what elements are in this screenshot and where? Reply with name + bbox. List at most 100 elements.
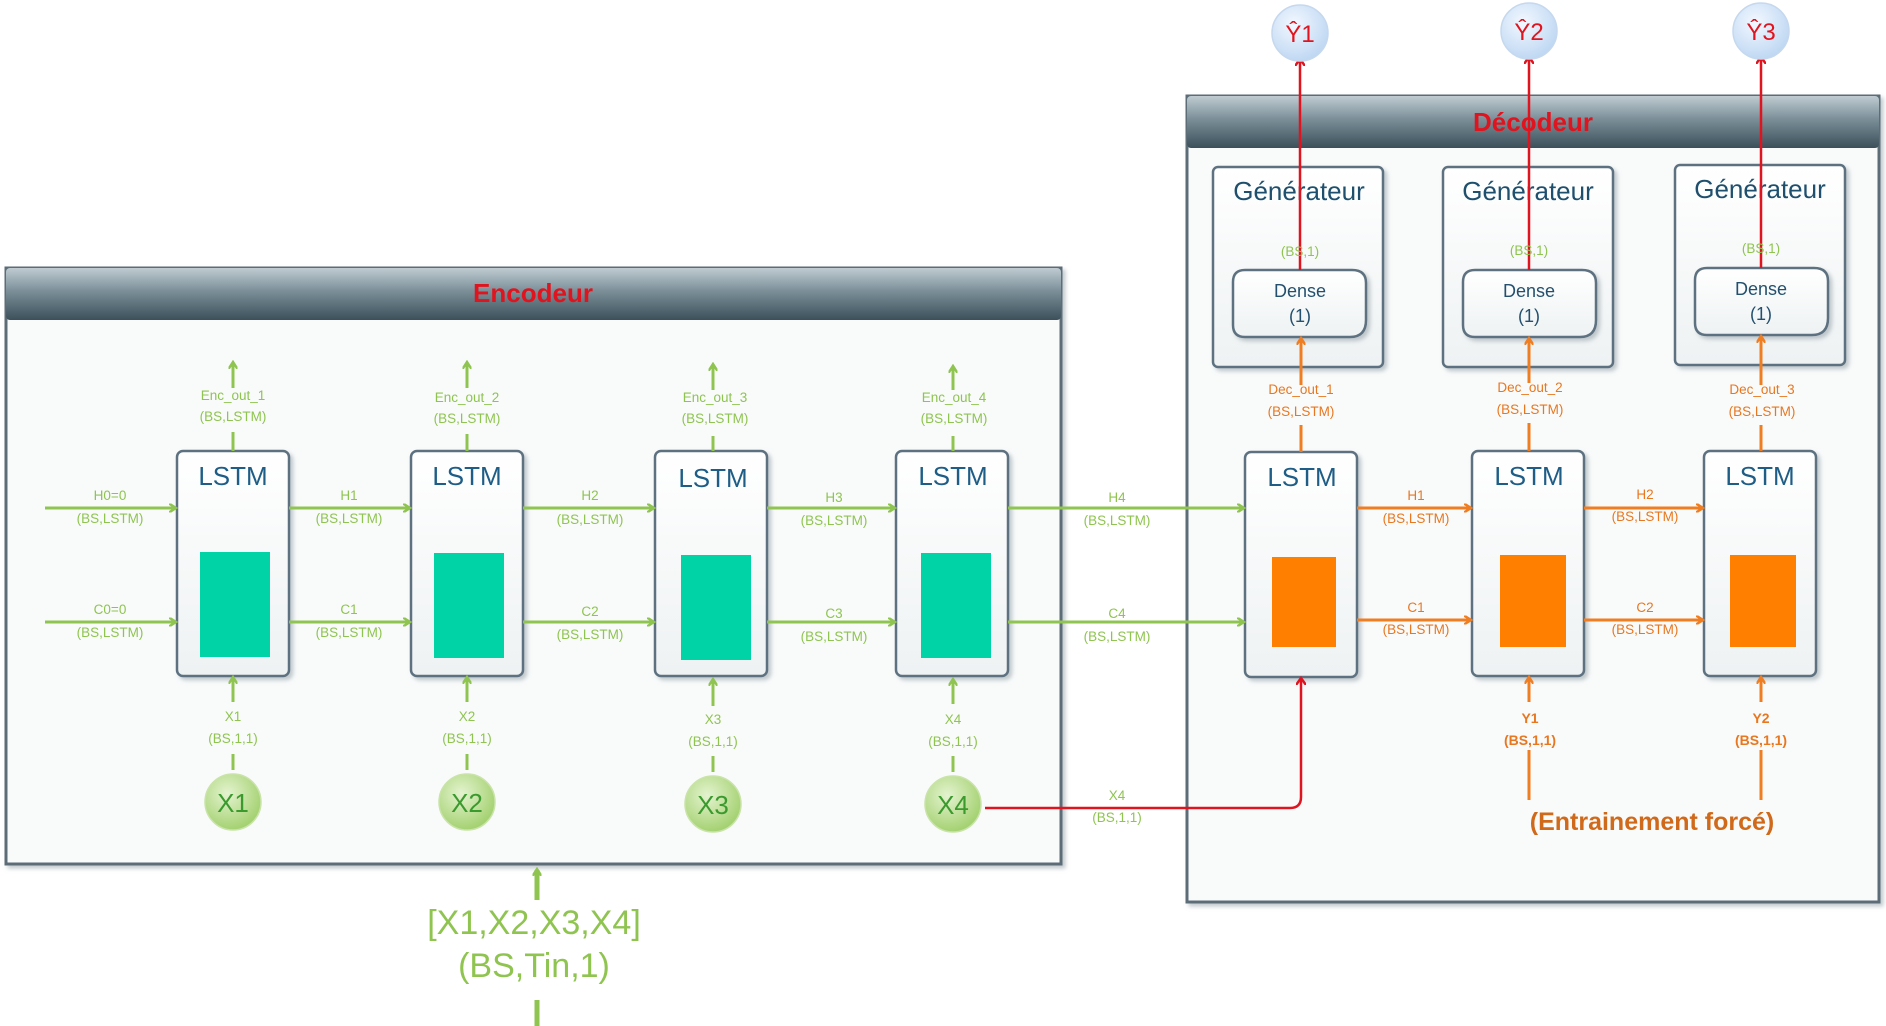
x-input-label: X3 — [705, 712, 722, 727]
dec-out-shape: (BS,LSTM) — [1729, 404, 1796, 419]
c-state-label: C2 — [581, 604, 598, 619]
y-input-label: Y1 — [1521, 710, 1538, 726]
h-state-label: H3 — [825, 490, 842, 505]
teacher-forcing-label: (Entrainement forcé) — [1530, 808, 1774, 836]
c-state-shape: (BS,LSTM) — [316, 625, 383, 640]
c-state-shape: (BS,LSTM) — [801, 629, 868, 644]
c-state-label: C0=0 — [94, 602, 127, 617]
h-state-label: H1 — [1407, 488, 1424, 503]
c4-label: C4 — [1108, 606, 1126, 621]
lstm-core — [200, 552, 270, 657]
gen-out-shape: (BS,1) — [1510, 243, 1548, 258]
input-node-x1: X1 — [204, 773, 262, 831]
gen-out-shape: (BS,1) — [1281, 244, 1319, 259]
dense-label: Dense — [1274, 281, 1326, 301]
x4-decoder-label: X4 — [1109, 788, 1126, 803]
encoder-arrows — [45, 363, 1243, 1026]
h4-shape: (BS,LSTM) — [1084, 513, 1151, 528]
generator-1: Générateur Dense (1) — [1211, 165, 1385, 369]
x-input-shape: (BS,1,1) — [442, 731, 492, 746]
dec-out-label: Dec_out_3 — [1729, 382, 1794, 397]
output-node-yhat3: Ŷ3 — [1732, 2, 1790, 60]
h-state-shape: (BS,LSTM) — [801, 513, 868, 528]
input-node-x2: X2 — [438, 773, 496, 831]
h4-label: H4 — [1108, 490, 1126, 505]
bridge-labels: H4 (BS,LSTM) C4 (BS,LSTM) X4 (BS,1,1) — [1084, 490, 1151, 825]
input-sequence-shape: (BS,Tin,1) — [458, 947, 610, 985]
enc-out-label: Enc_out_2 — [435, 390, 500, 405]
lstm-title: LSTM — [1267, 462, 1336, 492]
output-node-yhat2: Ŷ2 — [1500, 2, 1558, 60]
x-input-shape: (BS,1,1) — [208, 731, 258, 746]
encoder-cell-1: LSTM — [175, 449, 291, 678]
h-state-shape: (BS,LSTM) — [1383, 511, 1450, 526]
x-input-label: X2 — [459, 709, 476, 724]
x-input-shape: (BS,1,1) — [688, 734, 738, 749]
node-label: X3 — [697, 790, 729, 820]
c-state-shape: (BS,LSTM) — [557, 627, 624, 642]
lstm-title: LSTM — [678, 463, 747, 493]
enc-out-shape: (BS,LSTM) — [921, 411, 988, 426]
lstm-core — [681, 555, 751, 660]
input-node-x3: X3 — [684, 775, 742, 833]
h-state-shape: (BS,LSTM) — [77, 511, 144, 526]
dense-label: Dense — [1503, 281, 1555, 301]
encoder-labels: Enc_out_1 (BS,LSTM) Enc_out_2 (BS,LSTM) … — [77, 388, 988, 985]
dec-out-shape: (BS,LSTM) — [1268, 404, 1335, 419]
y-input-shape: (BS,1,1) — [1504, 732, 1556, 748]
enc-out-shape: (BS,LSTM) — [200, 409, 267, 424]
node-label: Ŷ1 — [1285, 21, 1314, 48]
h-state-label: H2 — [581, 488, 598, 503]
enc-out-shape: (BS,LSTM) — [434, 411, 501, 426]
lstm-core — [1272, 557, 1336, 647]
lstm-title: LSTM — [1725, 461, 1794, 491]
h-state-shape: (BS,LSTM) — [557, 512, 624, 527]
enc-out-shape: (BS,LSTM) — [682, 411, 749, 426]
h-state-shape: (BS,LSTM) — [316, 511, 383, 526]
lstm-title: LSTM — [1494, 461, 1563, 491]
red-arrows — [985, 58, 1761, 810]
lstm-core — [1500, 555, 1566, 647]
dec-out-label: Dec_out_1 — [1268, 382, 1333, 397]
c-state-shape: (BS,LSTM) — [77, 625, 144, 640]
node-label: Ŷ3 — [1746, 19, 1775, 46]
c-state-shape: (BS,LSTM) — [1612, 622, 1679, 637]
decoder-arrows — [1301, 337, 1761, 800]
dense-units: (1) — [1289, 306, 1311, 326]
encoder-cell-2: LSTM — [409, 449, 525, 678]
h-state-label: H2 — [1636, 487, 1653, 502]
input-node-x4: X4 — [924, 775, 982, 833]
output-node-yhat1: Ŷ1 — [1271, 4, 1329, 62]
decoder-cell-2: LSTM — [1470, 449, 1586, 678]
node-label: X4 — [937, 790, 969, 820]
decoder-cell-1: LSTM — [1243, 450, 1359, 679]
c-state-label: C1 — [340, 602, 357, 617]
dense-units: (1) — [1518, 306, 1540, 326]
h-state-label: H1 — [340, 488, 357, 503]
input-sequence: [X1,X2,X3,X4] — [427, 904, 641, 942]
x4-decoder-shape: (BS,1,1) — [1092, 810, 1142, 825]
y-input-label: Y2 — [1752, 710, 1769, 726]
c-state-label: C2 — [1636, 600, 1653, 615]
lstm-core — [921, 553, 991, 658]
gen-out-shape: (BS,1) — [1742, 241, 1780, 256]
lstm-title: LSTM — [198, 461, 267, 491]
x-input-label: X4 — [945, 712, 962, 727]
dec-out-shape: (BS,LSTM) — [1497, 402, 1564, 417]
c-state-label: C1 — [1407, 600, 1424, 615]
h-state-shape: (BS,LSTM) — [1612, 509, 1679, 524]
h-state-label: H0=0 — [94, 488, 127, 503]
lstm-title: LSTM — [432, 461, 501, 491]
decoder-labels: (BS,1) (BS,1) (BS,1) Dec_out_1 (BS,LSTM)… — [1268, 241, 1796, 836]
c-state-label: C3 — [825, 606, 842, 621]
node-label: X1 — [217, 788, 249, 818]
lstm-core — [434, 553, 504, 658]
encoder-cell-3: LSTM — [653, 449, 769, 678]
node-label: X2 — [451, 788, 483, 818]
dec-out-label: Dec_out_2 — [1497, 380, 1562, 395]
y-input-shape: (BS,1,1) — [1735, 732, 1787, 748]
dense-layer — [1461, 268, 1598, 339]
encoder-cell-4: LSTM — [894, 449, 1010, 678]
decoder-title: Décodeur — [1473, 107, 1593, 137]
